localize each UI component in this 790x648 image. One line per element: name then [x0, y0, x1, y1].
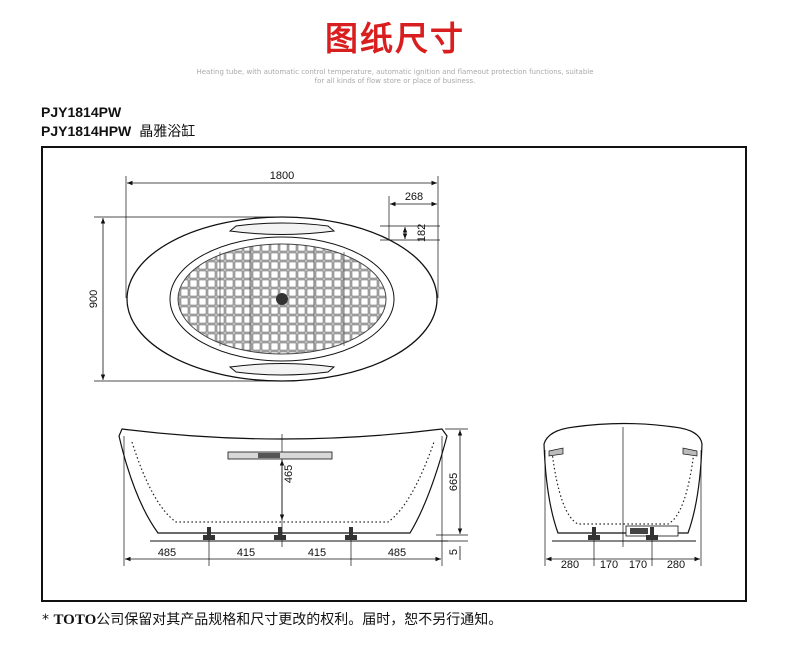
dim-label-1800: 1800	[270, 170, 294, 182]
dim-label-268: 268	[405, 191, 423, 203]
page-subtitle: Heating tube, with automatic control tem…	[150, 68, 640, 86]
drawing-frame	[41, 146, 747, 602]
model-code-2: PJY1814HPW	[41, 123, 132, 139]
dim-label-182: 182	[416, 224, 428, 242]
side-overflow-icon	[258, 453, 280, 458]
dim-label-465: 465	[283, 465, 295, 483]
side-view: 665 5 465 485 415 415 485	[118, 428, 468, 566]
dim-label-end-seg-2: 170	[600, 559, 618, 571]
subtitle-line-1: Heating tube, with automatic control tem…	[196, 68, 594, 76]
dim-label-900: 900	[88, 290, 100, 308]
end-tub-outline	[543, 422, 703, 534]
dim-label-end-seg-1: 280	[561, 559, 579, 571]
page-title: 图纸尺寸	[325, 19, 465, 58]
side-tub-outline	[118, 428, 448, 534]
end-foot-right-icon	[646, 527, 658, 540]
model-code-1: PJY1814PW	[41, 104, 122, 120]
dim-label-side-seg-1: 485	[158, 547, 176, 559]
headrest-bottom-icon	[228, 363, 336, 376]
model-line-2: PJY1814HPW 晶雅浴缸	[41, 121, 195, 141]
end-headrest-right-icon	[682, 447, 698, 457]
side-tub-inner-dotted	[131, 441, 435, 523]
dim-label-side-seg-2: 415	[237, 547, 255, 559]
dim-label-end-seg-3: 170	[629, 559, 647, 571]
note-text: 公司保留对其产品规格和尺寸更改的权利。届时，恕不另行通知。	[96, 612, 503, 628]
disclaimer-note: * TOTO公司保留对其产品规格和尺寸更改的权利。届时，恕不另行通知。	[42, 609, 502, 629]
brand-logo-text: TOTO	[53, 612, 97, 628]
dim-label-end-seg-4: 280	[667, 559, 685, 571]
end-view: 280 170 170 280	[543, 422, 703, 571]
dim-label-5: 5	[448, 549, 460, 555]
model-name: 晶雅浴缸	[139, 124, 196, 140]
headrest-top-icon	[228, 222, 336, 235]
side-foot-3-icon	[345, 527, 357, 540]
end-drain-fill	[630, 528, 648, 534]
end-headrest-left-icon	[548, 447, 564, 457]
drain-icon	[276, 293, 288, 305]
dim-label-side-seg-3: 415	[308, 547, 326, 559]
note-star: *	[42, 612, 49, 628]
tub-inner-rim	[169, 236, 395, 362]
side-foot-1-icon	[203, 527, 215, 540]
side-foot-2-icon	[274, 527, 286, 540]
dim-label-side-seg-4: 485	[388, 547, 406, 559]
end-foot-left-icon	[588, 527, 600, 540]
subtitle-line-2: for all kinds of flow store or place of …	[314, 77, 476, 85]
dim-label-665: 665	[448, 473, 460, 491]
end-tub-inner-dotted	[551, 451, 695, 525]
top-view: 1800 268 182 900	[88, 170, 440, 382]
